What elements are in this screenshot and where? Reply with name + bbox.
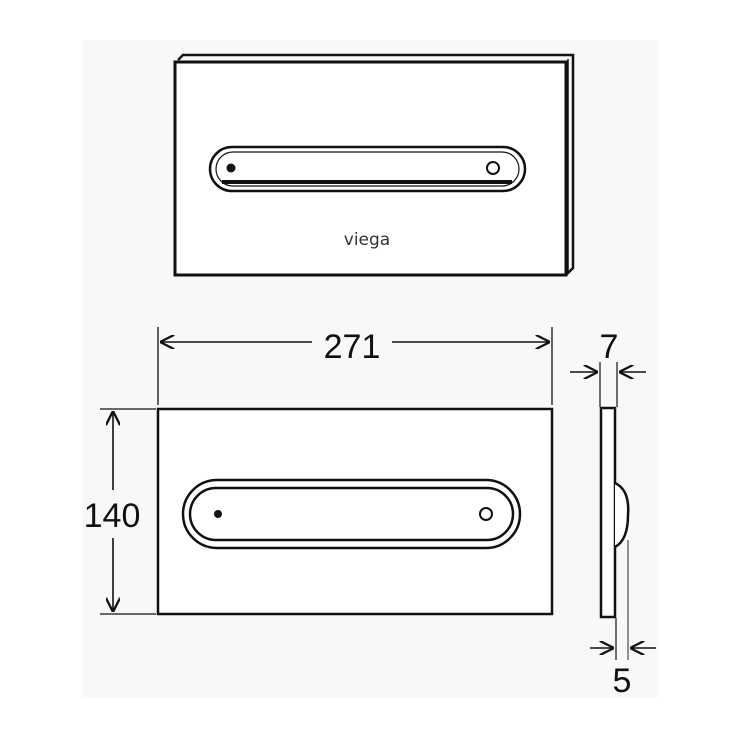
full-flush-ring-icon [486, 161, 500, 175]
perspective-view: viega [173, 53, 575, 277]
viega-logo: viega [344, 230, 390, 250]
full-flush-ring-icon [479, 507, 493, 521]
protrusion-dimension-label: 5 [613, 662, 632, 700]
depth-dimension-label: 7 [600, 328, 619, 366]
flush-button-slot [208, 145, 527, 193]
panel-side [599, 406, 617, 619]
button-bump [614, 481, 630, 549]
width-dimension-label: 271 [324, 328, 381, 366]
small-flush-dot-icon [214, 510, 222, 518]
front-view: 271 140 [84, 327, 554, 616]
height-dimension-label: 140 [84, 497, 141, 535]
small-flush-dot-icon [226, 163, 236, 173]
side-view: 7 5 [570, 328, 656, 700]
